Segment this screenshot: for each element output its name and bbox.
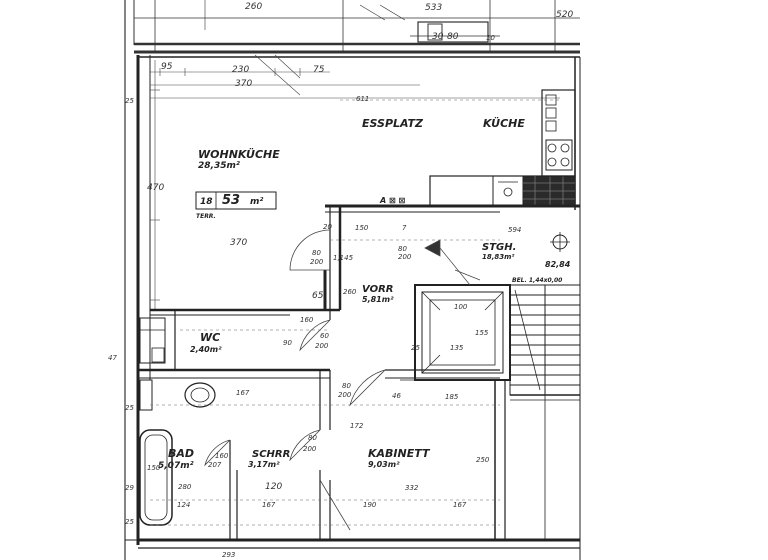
terrace-unit: m² [250,197,263,207]
dim-260-v: 260 [343,288,357,296]
dim-47: 47 [108,354,117,362]
dim-80-e: 80 [308,434,317,442]
room-label-essplatz: ESSPLATZ [362,117,424,130]
dim-167-b: 167 [453,501,467,509]
dim-30: 30 [432,32,444,42]
terrace-caption: TERR. [196,213,216,220]
dim-533: 533 [425,3,442,13]
kitchen-counter-label: A ⊠ ⊠ [379,196,405,205]
room-area-wohnkueche: 28,35m² [198,161,240,171]
dim-250: 250 [476,456,490,464]
dim-520: 520 [556,10,573,20]
room-label-kueche: KÜCHE [483,116,525,130]
dim-80-b: 80 [312,249,321,257]
dim-611: 611 [356,95,369,103]
dim-29: 29 [125,484,134,492]
dim-167-a: 167 [262,501,276,509]
dim-370-top: 370 [235,79,252,89]
dim-200-d: 200 [338,391,352,399]
level-value: 82,84 [545,260,571,269]
room-area-stgh: 18,83m² [482,253,515,261]
dim-60: 60 [320,332,329,340]
dim-172: 172 [350,422,364,430]
dim-470: 470 [147,183,164,193]
dim-293: 293 [222,551,235,559]
dim-332: 332 [405,484,419,492]
room-label-vorr: VORR [362,284,393,295]
dim-370-mid: 370 [230,238,247,248]
dim-200-c: 200 [315,342,329,350]
staircase [509,232,581,541]
dim-25-a: 25 [125,97,134,105]
dim-75: 75 [313,65,325,75]
dim-90: 90 [283,339,292,347]
dim-135: 135 [450,344,464,352]
room-area-kabinett: 9,03m² [368,460,400,469]
dim-150-b: 150 [147,464,161,472]
door-swings [204,229,481,531]
dim-25-b: 25 [411,344,420,352]
terrace-box [195,191,277,210]
dim-7: 7 [402,224,407,232]
dim-594: 594 [508,226,521,234]
room-label-stgh: STGH. [482,242,516,253]
dim-200-b: 200 [398,253,412,261]
dim-100: 100 [454,303,468,311]
dimension-lines-top [150,54,560,99]
dim-185: 185 [445,393,459,401]
dim-190: 190 [363,501,377,509]
room-area-wc: 2,40m² [190,345,222,354]
room-area-schrr: 3,17m² [248,460,280,469]
dim-95: 95 [161,62,173,72]
dim-65: 65 [312,291,324,301]
dim-200-e: 200 [303,445,317,453]
dim-280: 280 [178,483,192,491]
stair-note: BEL. 1,44x0,00 [512,277,562,284]
dim-150: 150 [355,224,369,232]
dim-230: 230 [232,65,249,75]
room-label-wc: WC [200,331,220,344]
dim-10: 10 [486,34,495,42]
dim-46: 46 [392,392,401,400]
top-strip [124,0,580,560]
stair-core [414,284,511,381]
dim-200-a: 200 [310,258,324,266]
dim-260: 260 [245,2,262,12]
hidden-lines [150,99,560,526]
dim-80-c: 80 [398,245,407,253]
dim-120: 120 [265,482,282,492]
dimension-lines-left [150,60,160,310]
dim-167-c: 167 [236,389,250,397]
dim-155: 155 [475,329,489,337]
terrace-count: 18 [200,197,213,207]
dim-160: 160 [300,316,314,324]
dim-124: 124 [177,501,190,509]
dim-80-d: 80 [342,382,351,390]
room-label-wohnkueche: WOHNKÜCHE [198,147,280,161]
room-area-bad: 5,07m² [158,461,194,471]
room-label-kabinett: KABINETT [368,447,431,460]
room-area-vorr: 5,81m² [362,295,394,304]
room-label-schrr: SCHRR [252,449,290,460]
dim-207: 207 [208,461,222,469]
dim-1145: 1,145 [333,254,354,262]
dim-25-d: 25 [125,518,134,526]
dim-80: 80 [447,32,459,42]
terrace-area: 53 [222,193,240,208]
room-label-bad: BAD [168,447,194,460]
dim-20: 20 [323,223,332,231]
dim-160-b: 160 [215,452,229,460]
interior-walls [138,204,580,540]
dim-25-c: 25 [125,404,134,412]
